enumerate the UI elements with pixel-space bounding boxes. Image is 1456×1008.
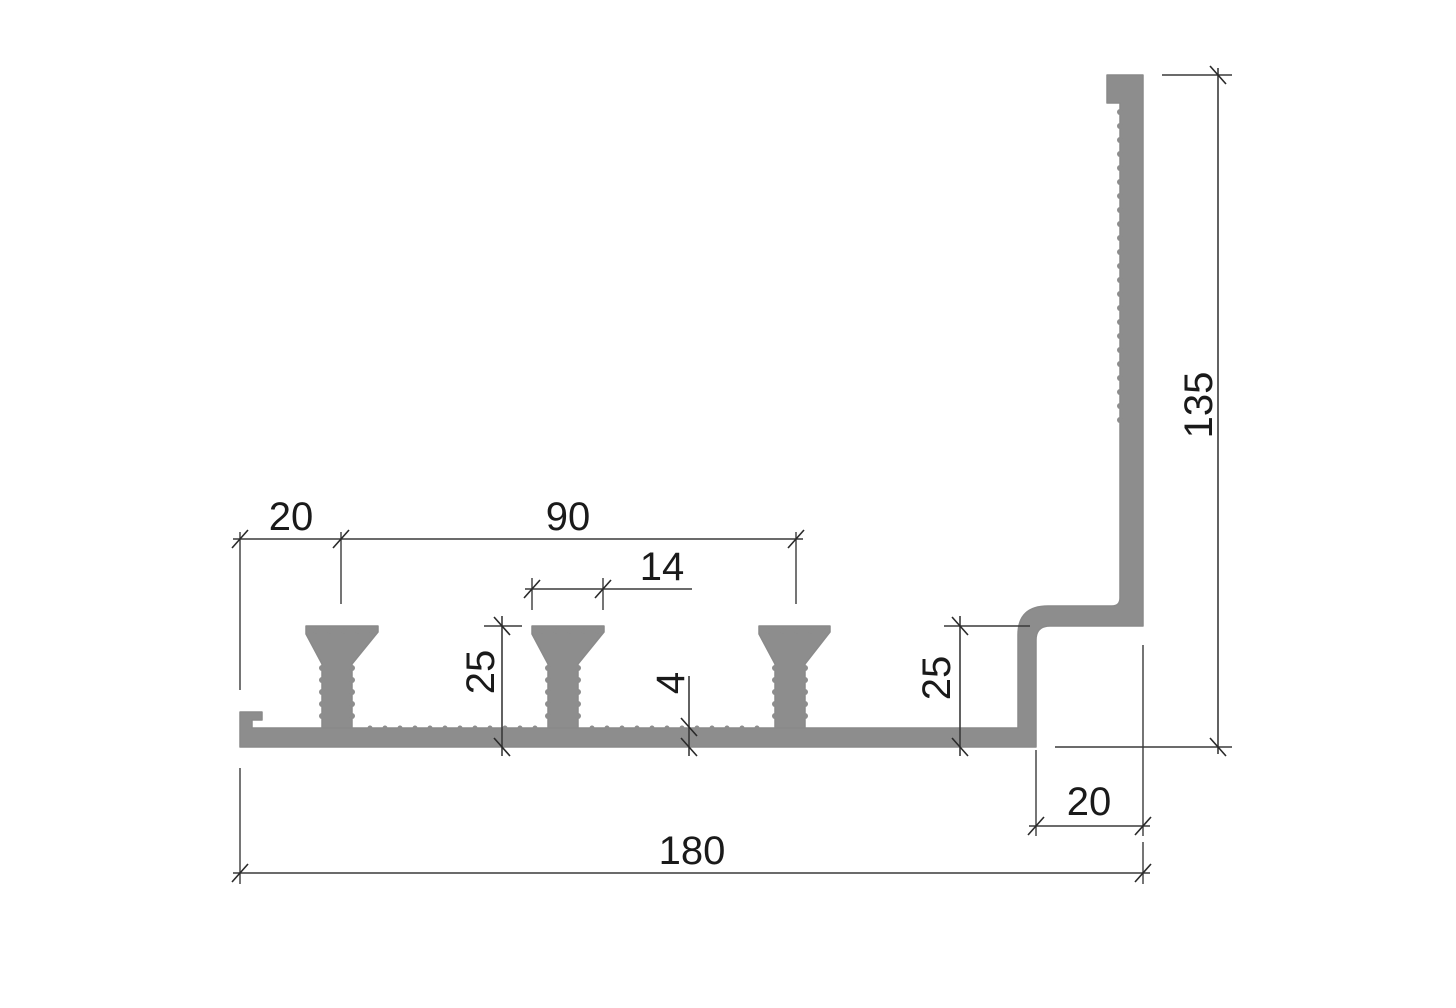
dim-25-step-label: 25 [915, 656, 959, 701]
dimension-top-chain: 20 90 [231, 495, 805, 690]
anchor-rib-3 [758, 625, 831, 729]
dimension-anchor-head: 14 [523, 545, 692, 610]
dimension-step-width: 20 [1027, 645, 1152, 836]
profile-section [239, 74, 1144, 748]
dim-14-label: 14 [640, 545, 685, 589]
dim-25-anchor-label: 25 [459, 650, 503, 695]
dim-180-label: 180 [659, 829, 726, 873]
dim-4-label: 4 [649, 672, 693, 694]
dimension-overall-width: 180 [231, 768, 1152, 884]
dimension-base-thickness: 4 [649, 672, 698, 757]
serrations [313, 109, 1123, 731]
profile-body [239, 74, 1144, 748]
dimension-step-height: 25 [915, 616, 1030, 757]
anchor-rib-2 [531, 625, 605, 729]
dimension-overall-height: 135 [1055, 65, 1232, 757]
dim-20-left-label: 20 [269, 495, 314, 539]
dim-135-label: 135 [1177, 372, 1221, 439]
dim-90-label: 90 [546, 495, 591, 539]
dimension-anchor-height: 25 [459, 616, 522, 757]
dim-20-step-label: 20 [1067, 780, 1112, 824]
anchor-rib-1 [305, 625, 379, 729]
